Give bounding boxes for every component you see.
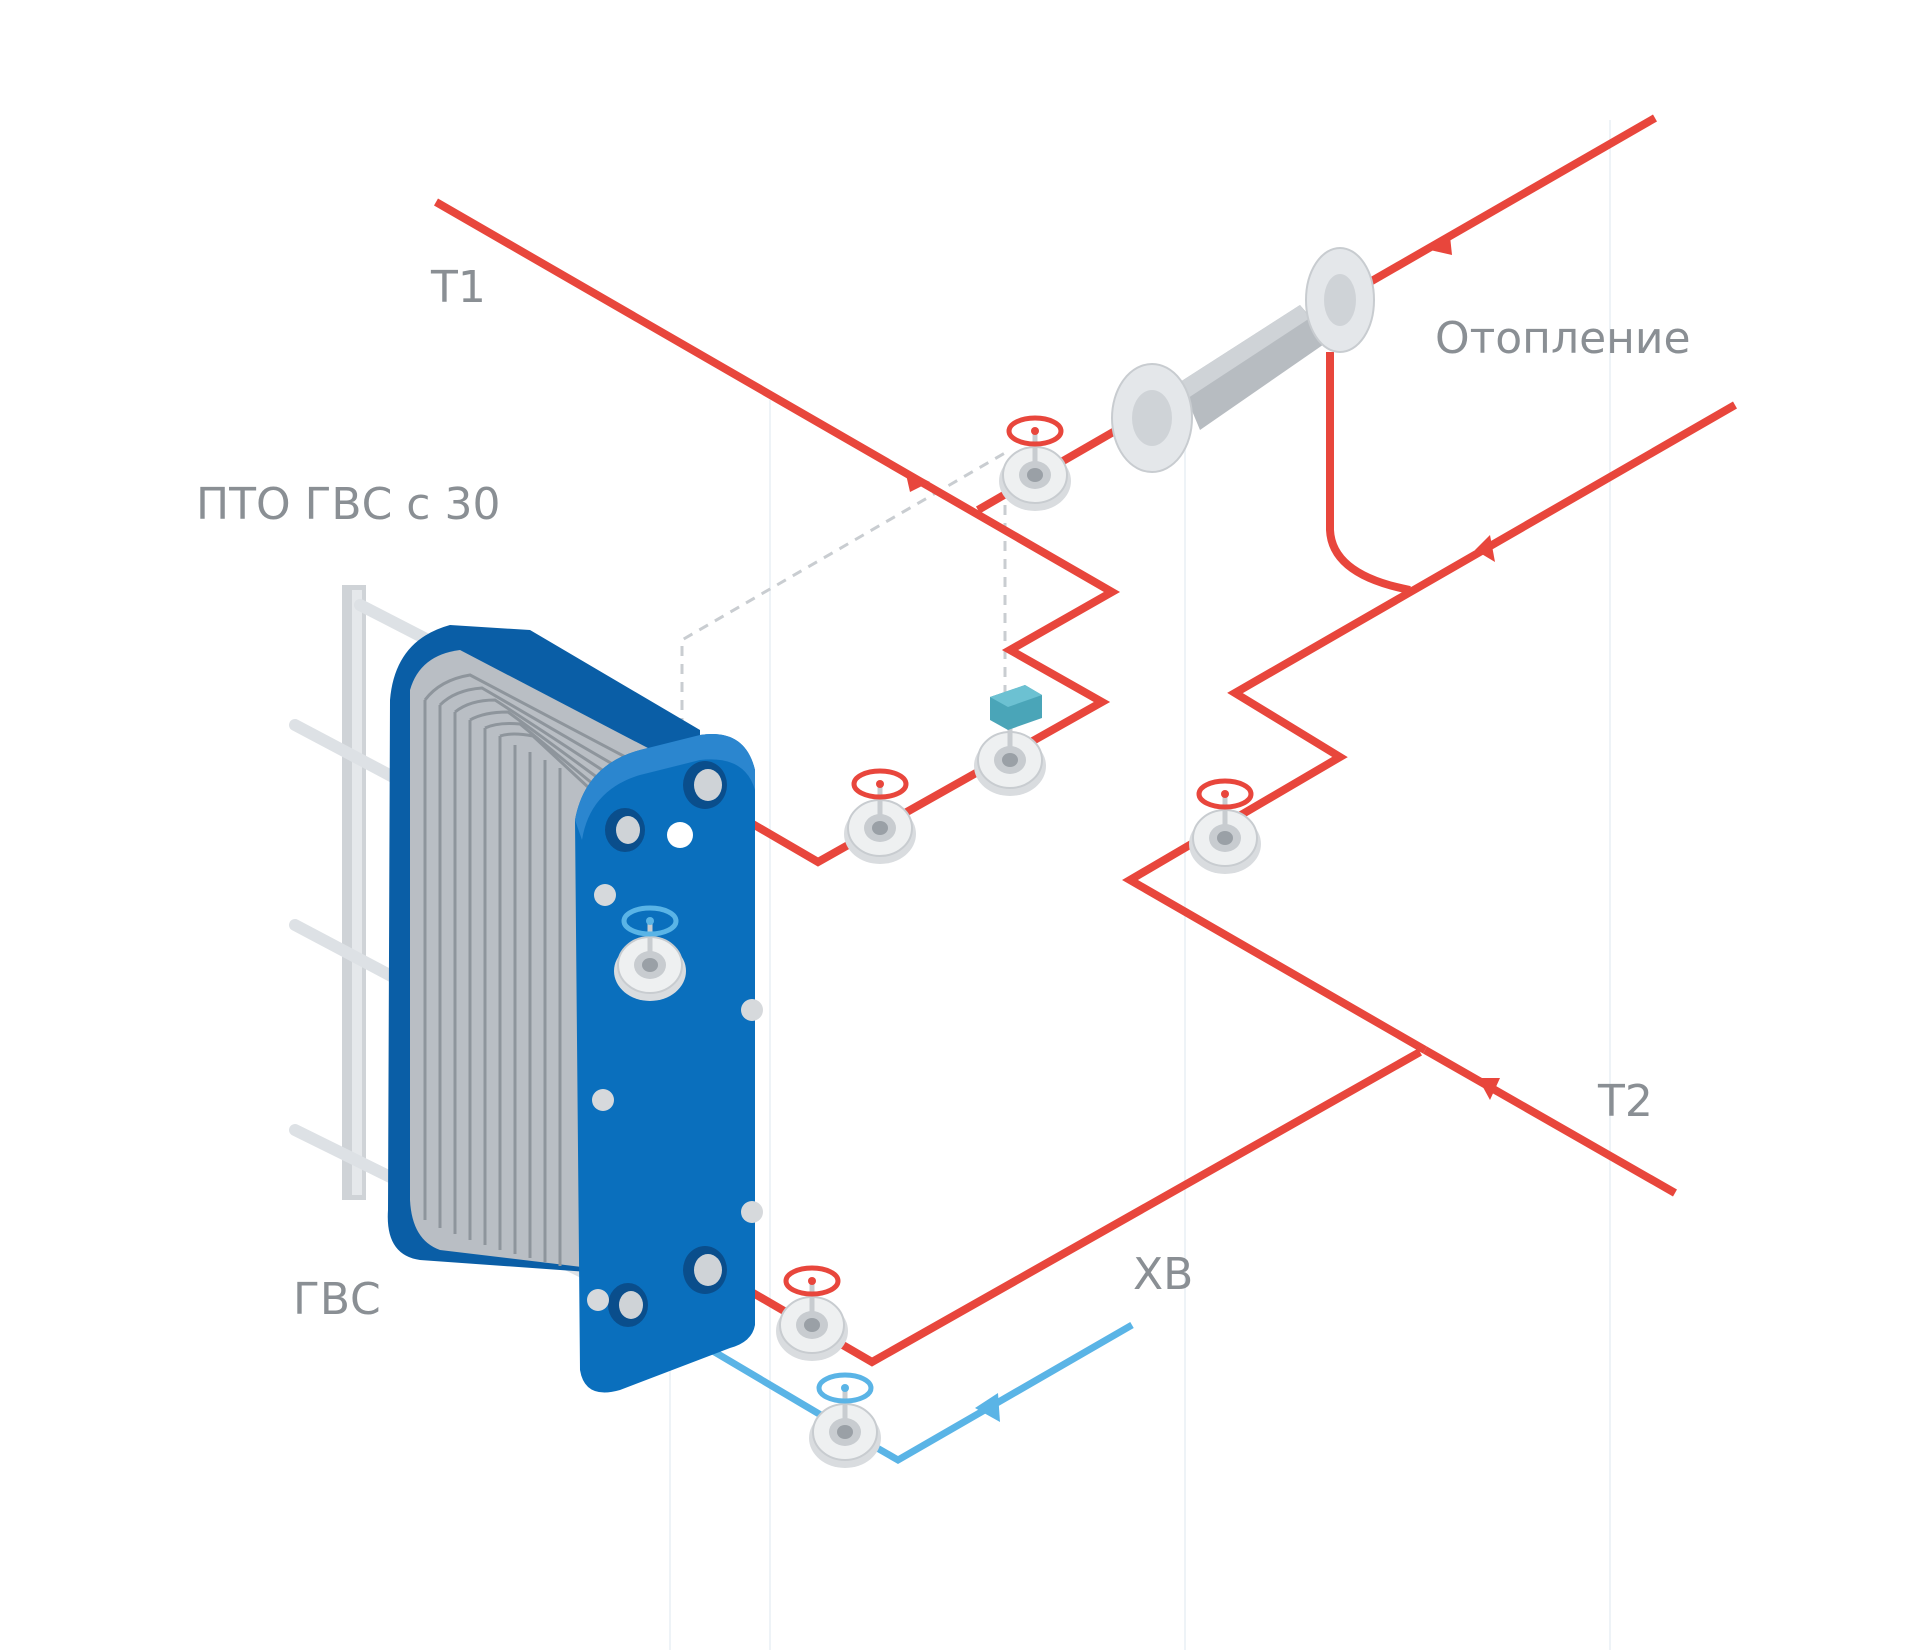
heating-supply-pipe (1368, 114, 1657, 286)
valve-icon (613, 905, 687, 1002)
valve-icon (808, 1372, 882, 1469)
t2-label: Т2 (1598, 1076, 1653, 1127)
hot-water-supply-label: ГВС (293, 1274, 381, 1325)
heat-exchanger-icon (289, 585, 763, 1393)
valve-icon (998, 415, 1072, 512)
exchanger-return-pipe (702, 1048, 1422, 1367)
t1-label: Т1 (431, 262, 486, 313)
heating-label: Отопление (1435, 313, 1691, 364)
sensor-icon (990, 685, 1042, 730)
flow-arrow-icon (905, 236, 1500, 1100)
t1-supply-pipe (434, 198, 1121, 867)
heating-return-pipe (1122, 401, 1737, 1054)
elevator-icon (1111, 247, 1375, 473)
valve-icon (1188, 778, 1262, 875)
mixing-pipe (1326, 352, 1411, 594)
hot-water-pipes (434, 114, 1737, 1367)
exchanger-label: ПТО ГВС с 30 (196, 479, 501, 530)
control-signal-lines (680, 448, 1011, 800)
t2-return-pipe (1423, 1046, 1677, 1197)
control-valve-icon (973, 720, 1047, 797)
valve-icon (843, 768, 917, 865)
valve-icon (775, 1265, 849, 1362)
cold-water-label: ХВ (1133, 1249, 1194, 1300)
